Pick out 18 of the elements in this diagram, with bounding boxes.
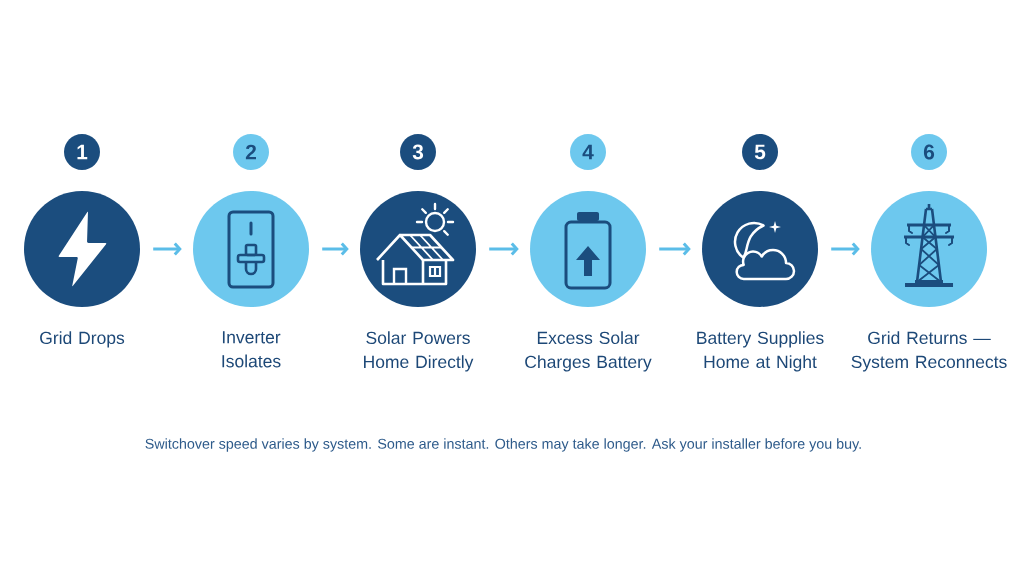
number-badge: 5 bbox=[742, 134, 778, 170]
step-label: Grid Returns — System Reconnects bbox=[851, 331, 1007, 372]
number-badge: 4 bbox=[570, 134, 606, 170]
arrow bbox=[322, 242, 349, 256]
arrow bbox=[489, 242, 519, 256]
number-badge: 3 bbox=[400, 134, 436, 170]
note-text: Switchover speed varies by system. Some are instant. Others may take longer. Ask your installer before you buy. bbox=[145, 438, 861, 452]
step-label: Excess Solar Charges Battery bbox=[525, 331, 652, 372]
number-badge: 6 bbox=[911, 134, 947, 170]
number-badge: 1 bbox=[64, 134, 100, 170]
step-label: Grid Drops bbox=[40, 331, 125, 348]
step-label: Battery Supplies Home at Night bbox=[697, 331, 824, 372]
number-badge: 2 bbox=[233, 134, 269, 170]
step-label: Inverter Isolates bbox=[222, 331, 281, 368]
arrow bbox=[659, 242, 691, 256]
step-label: Solar Powers Home Directly bbox=[364, 331, 474, 372]
arrow bbox=[153, 242, 182, 256]
arrow bbox=[831, 242, 860, 256]
